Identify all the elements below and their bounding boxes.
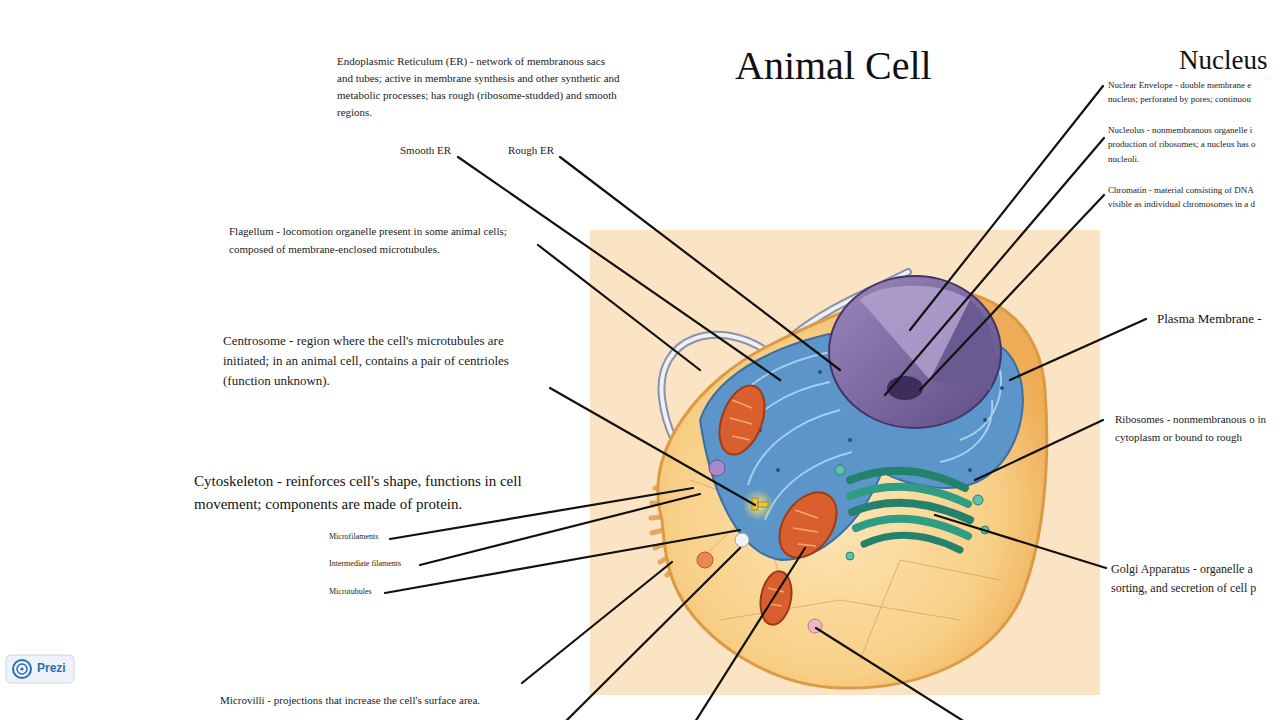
watermark: Prezi (37, 661, 66, 675)
centrosome (742, 489, 774, 521)
label-slot: Rough ER (508, 143, 554, 157)
vesicle (697, 552, 713, 568)
label-slot: Chromatin - material consisting of DNA v… (1108, 183, 1274, 212)
description-note: Endoplasmic Reticulum (ER) - network of … (337, 53, 622, 121)
label-slot: Golgi Apparatus - organelle a sorting, a… (1111, 560, 1273, 598)
label-slot: Microfilaments (329, 532, 378, 542)
description-note: Flagellum - locomotion organelle present… (229, 223, 524, 258)
label-slot: Cytoskeleton - reinforces cell's shape, … (194, 470, 564, 515)
vesicle (735, 533, 749, 547)
lysosome (709, 460, 725, 476)
description-note: Chromatin - material consisting of DNA v… (1108, 183, 1274, 212)
leader-lines (385, 86, 1146, 720)
label-slot: Nuclear Envelope - double membrane e nuc… (1108, 78, 1274, 107)
description-note: Microvilli - projections that increase t… (220, 693, 480, 707)
section-heading: Nucleus (1179, 44, 1267, 76)
label-slot: Microvilli - projections that increase t… (220, 693, 480, 707)
label-slot: Smooth ER (400, 143, 451, 157)
label-slot: Flagellum - locomotion organelle present… (229, 223, 524, 258)
watermark-badge (6, 655, 74, 683)
label-slot: Animal Cell (735, 42, 932, 90)
part-label: Plasma Membrane - (1157, 311, 1262, 328)
label-slot: Centrosome - region where the cell's mic… (223, 331, 543, 391)
label-slot: Microtubules (329, 587, 372, 597)
panel-ground (590, 230, 1100, 695)
label-slot: Plasma Membrane - (1157, 311, 1262, 328)
label-slot: Intermediate filaments (329, 559, 401, 569)
nucleus (829, 276, 1001, 428)
part-label: Microfilaments (329, 532, 378, 542)
diagram-title: Animal Cell (735, 42, 932, 90)
part-label: Smooth ER (400, 143, 451, 157)
label-slot: Nucleolus - nonmembranous organelle i pr… (1108, 123, 1274, 166)
part-label: Microtubules (329, 587, 372, 597)
description-note: Nucleolus - nonmembranous organelle i pr… (1108, 123, 1274, 166)
cristae (730, 400, 818, 606)
label-slot: Ribosomes - nonmembranous o in cytoplasm… (1115, 411, 1273, 446)
description-note: Cytoskeleton - reinforces cell's shape, … (194, 470, 564, 515)
description-note: Nuclear Envelope - double membrane e nuc… (1108, 78, 1274, 107)
part-label: Intermediate filaments (329, 559, 401, 569)
label-slot: Prezi (37, 661, 66, 675)
label-slot: Nucleus (1179, 44, 1267, 76)
label-slot: Endoplasmic Reticulum (ER) - network of … (337, 53, 622, 121)
golgi-vesicles (835, 465, 989, 560)
description-note: Centrosome - region where the cell's mic… (223, 331, 543, 391)
part-label: Rough ER (508, 143, 554, 157)
description-note: Golgi Apparatus - organelle a sorting, a… (1111, 560, 1273, 598)
description-note: Ribosomes - nonmembranous o in cytoplasm… (1115, 411, 1273, 446)
golgi-apparatus (850, 471, 970, 550)
